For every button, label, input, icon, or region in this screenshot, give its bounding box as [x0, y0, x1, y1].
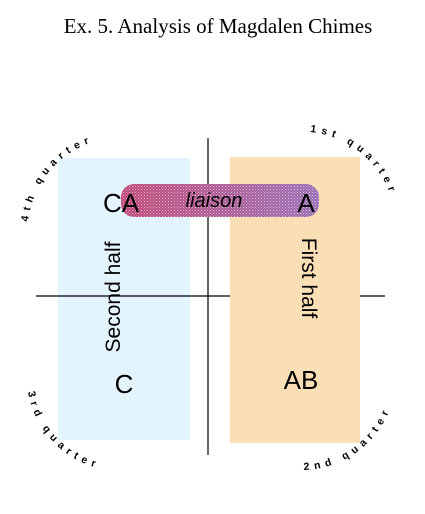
- second-half-label: Second half: [102, 241, 125, 352]
- label-a: A: [297, 188, 315, 218]
- label-ca: CA: [103, 188, 140, 218]
- first-half-label: First half: [297, 238, 320, 319]
- label-c: C: [115, 369, 134, 399]
- liaison-bar: [121, 184, 319, 217]
- diagram-title: Ex. 5. Analysis of Magdalen Chimes: [64, 14, 373, 38]
- liaison-label: liaison: [186, 190, 243, 212]
- label-ab: AB: [284, 365, 319, 395]
